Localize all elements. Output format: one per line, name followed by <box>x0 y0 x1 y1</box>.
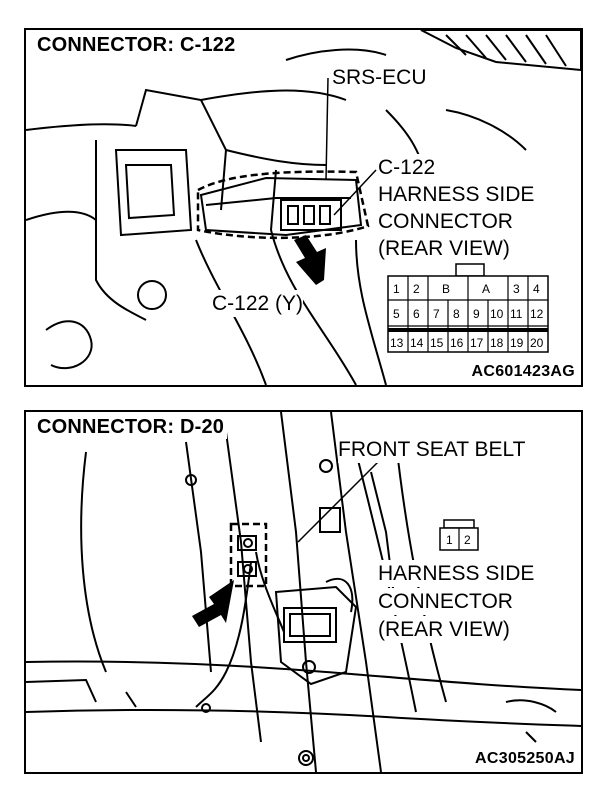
pin-label: 12 <box>530 307 544 321</box>
pin-label: 1 <box>393 282 400 296</box>
harness-side-label: HARNESS SIDE <box>378 560 535 587</box>
pin-label: 18 <box>490 336 504 350</box>
rear-view-label: (REAR VIEW) <box>378 616 510 643</box>
connector-label: CONNECTOR <box>378 588 513 615</box>
connector-id-label: C-122 <box>378 154 436 181</box>
pin-label: 13 <box>390 336 404 350</box>
pin-label: 8 <box>453 307 460 321</box>
pin-label: 20 <box>530 336 544 350</box>
pin-label: 10 <box>490 307 504 321</box>
pin-label: 3 <box>513 282 520 296</box>
pin-label: A <box>482 282 490 296</box>
srs-ecu-label: SRS-ECU <box>332 64 427 91</box>
figure-code: AC305250AJ <box>475 750 575 767</box>
harness-side-label: HARNESS SIDE <box>378 181 535 208</box>
connector-label: CONNECTOR <box>378 208 513 235</box>
pin-label: 6 <box>413 307 420 321</box>
pin-label: 17 <box>470 336 484 350</box>
connector-c122-panel: 1 2 B A 3 4 5 6 7 8 9 10 11 12 13 14 15 … <box>24 28 583 387</box>
c122-leader-line <box>333 169 377 216</box>
pin-label: 16 <box>450 336 464 350</box>
srs-ecu-leader-line <box>325 77 329 181</box>
c122-vehicle-illustration: 1 2 B A 3 4 5 6 7 8 9 10 11 12 13 14 15 … <box>26 30 581 385</box>
d20-pin-diagram: 1 2 <box>439 519 479 551</box>
pin-label: 1 <box>446 533 453 547</box>
connector-callout-label: C-122 (Y) <box>212 290 304 317</box>
rear-view-label: (REAR VIEW) <box>378 235 510 262</box>
connector-title: CONNECTOR: C-122 <box>34 34 239 57</box>
connector-arrow-icon <box>294 235 326 285</box>
c122-pin-diagram: 1 2 B A 3 4 5 6 7 8 9 10 11 12 13 14 15 … <box>387 263 549 353</box>
pin-label: 15 <box>430 336 444 350</box>
pin-label: 2 <box>413 282 420 296</box>
front-seat-belt-label: FRONT SEAT BELT <box>338 436 526 463</box>
pin-label: 5 <box>393 307 400 321</box>
d20-vehicle-illustration: 1 2 <box>26 412 581 772</box>
pin-label: 9 <box>473 307 480 321</box>
pin-label: 11 <box>510 307 523 321</box>
pin-label: 14 <box>410 336 424 350</box>
seat-belt-leader-line <box>297 461 379 543</box>
figure-code: AC601423AG <box>471 363 575 380</box>
pin-label: B <box>442 282 450 296</box>
pin-label: 19 <box>510 336 524 350</box>
connector-arrow-icon <box>192 580 234 627</box>
pin-label: 4 <box>533 282 540 296</box>
connector-title: CONNECTOR: D-20 <box>34 416 228 439</box>
connector-d20-panel: 1 2 CONNECTOR: D-20 FRONT SEAT BELT HARN… <box>24 410 583 774</box>
pin-label: 7 <box>433 307 440 321</box>
pin-label: 2 <box>464 533 471 547</box>
